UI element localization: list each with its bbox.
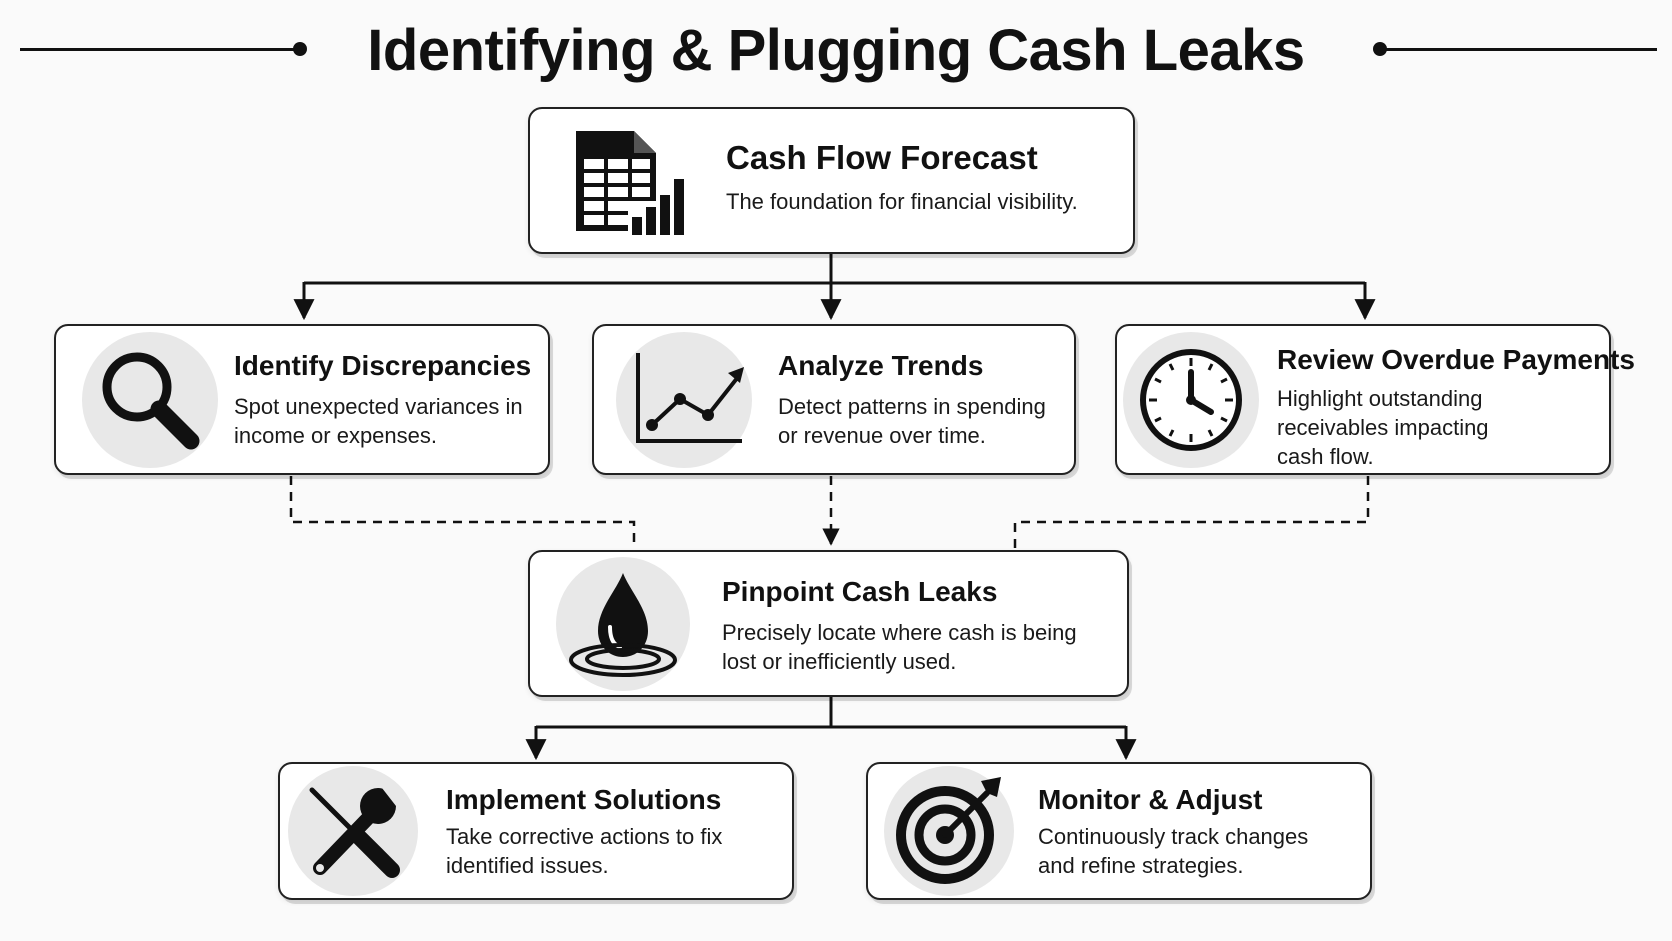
line-chart-icon bbox=[616, 332, 752, 468]
node-title: Cash Flow Forecast bbox=[726, 139, 1038, 176]
target-icon bbox=[884, 766, 1014, 896]
edge-overdue-pinpoint bbox=[1013, 476, 1370, 548]
node-pinpoint-cash-leaks: Pinpoint Cash Leaks Precisely locate whe… bbox=[528, 550, 1129, 697]
node-implement-solutions: Implement Solutions Take corrective acti… bbox=[278, 762, 794, 900]
node-identify-discrepancies: Identify Discrepancies Spot unexpected v… bbox=[54, 324, 550, 475]
spreadsheet-chart-icon bbox=[572, 127, 692, 237]
node-description: Continuously track changes and refine st… bbox=[1038, 824, 1309, 878]
edge-dashed-merges bbox=[289, 476, 1370, 548]
node-title: Pinpoint Cash Leaks bbox=[722, 576, 998, 607]
node-review-overdue-payments: Review Overdue Payments Highlight outsta… bbox=[1115, 324, 1635, 475]
clock-icon bbox=[1123, 332, 1259, 468]
node-title: Monitor & Adjust bbox=[1038, 784, 1263, 815]
title-dot-right bbox=[1373, 42, 1387, 56]
node-title: Identify Discrepancies bbox=[234, 350, 532, 381]
node-title: Implement Solutions bbox=[446, 784, 722, 815]
node-description: Detect patterns in spending or revenue o… bbox=[778, 394, 1046, 448]
title-dot-left bbox=[293, 42, 307, 56]
title-rule-right bbox=[1375, 48, 1657, 51]
page-title: Identifying & Plugging Cash Leaks bbox=[0, 8, 1672, 92]
node-title: Review Overdue Payments bbox=[1277, 344, 1635, 375]
node-description: The foundation for financial visibility. bbox=[726, 189, 1078, 214]
edge-pinpoint-branches bbox=[525, 696, 1137, 761]
node-monitor-adjust: Monitor & Adjust Continuously track chan… bbox=[866, 762, 1372, 900]
edge-discrepancies-pinpoint bbox=[289, 476, 636, 548]
node-description: Spot unexpected variances in income or e… bbox=[234, 394, 523, 448]
node-description: Take corrective actions to fix identifie… bbox=[446, 824, 723, 878]
node-title: Analyze Trends bbox=[778, 350, 984, 381]
node-description: Precisely locate where cash is being los… bbox=[722, 620, 1077, 674]
edge-forecast-branches bbox=[293, 254, 1376, 321]
magnifying-glass-icon bbox=[82, 332, 218, 468]
node-description: Highlight outstanding receivables impact… bbox=[1277, 386, 1489, 469]
node-analyze-trends: Analyze Trends Detect patterns in spendi… bbox=[592, 324, 1076, 475]
node-cash-flow-forecast: Cash Flow Forecast The foundation for fi… bbox=[528, 107, 1135, 254]
water-drop-icon bbox=[556, 557, 690, 691]
title-rule-left bbox=[20, 48, 300, 51]
tools-icon bbox=[288, 766, 418, 896]
